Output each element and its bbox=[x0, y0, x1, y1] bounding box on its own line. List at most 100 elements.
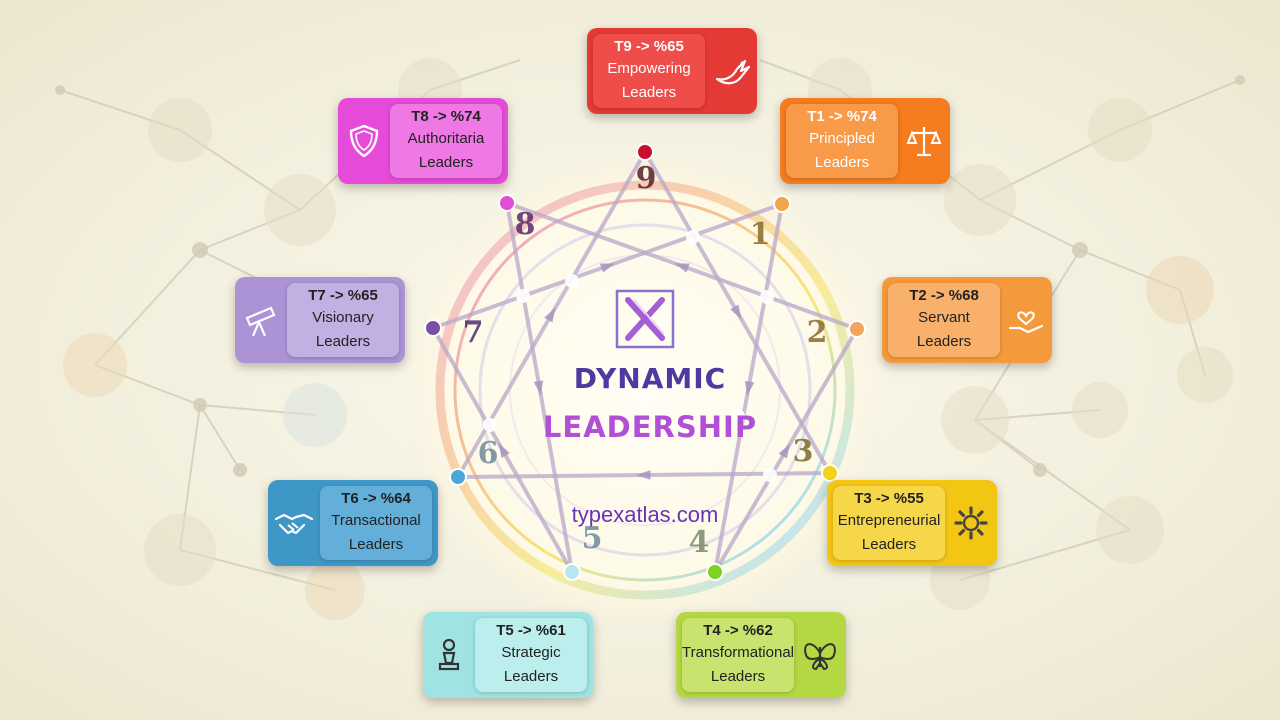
card-name: Authoritaria bbox=[407, 130, 485, 147]
enneagram-number-6: 6 bbox=[478, 436, 499, 471]
arrow-9-3 bbox=[730, 304, 742, 320]
butterfly-icon bbox=[794, 612, 846, 698]
arrow-4-2 bbox=[778, 443, 791, 459]
card-code: T4 -> %62 bbox=[703, 622, 773, 639]
intersection-dot bbox=[763, 468, 777, 482]
card-name: Entrepreneurial bbox=[837, 512, 941, 529]
enneagram-number-9: 9 bbox=[636, 161, 657, 196]
telescope-icon bbox=[235, 277, 287, 363]
intersection-dot bbox=[516, 289, 530, 303]
arrow-7-1 bbox=[599, 263, 616, 273]
gear-icon bbox=[945, 480, 997, 566]
enneagram-number-8: 8 bbox=[515, 207, 536, 242]
inner-ring bbox=[478, 223, 812, 557]
enneagram-number-5: 5 bbox=[582, 521, 603, 556]
card-name: Visionary bbox=[312, 309, 374, 326]
arrow-2-8 bbox=[674, 263, 690, 273]
card-subtitle: Leaders bbox=[814, 154, 870, 171]
card-name: Transformational bbox=[682, 644, 794, 661]
enneagram-circle bbox=[453, 198, 837, 582]
point-3 bbox=[821, 464, 839, 482]
point-9 bbox=[636, 143, 654, 161]
enneagram-number-1: 1 bbox=[750, 217, 771, 252]
card-subtitle: Leaders bbox=[861, 536, 917, 553]
enneagram-number-4: 4 bbox=[689, 525, 710, 560]
card-subtitle: Leaders bbox=[710, 668, 766, 685]
dove-icon bbox=[705, 28, 757, 114]
card-name: Transactional bbox=[331, 512, 421, 529]
card-name: Strategic bbox=[501, 644, 561, 661]
enneagram-number-2: 2 bbox=[807, 315, 828, 350]
outer-ring bbox=[435, 180, 855, 600]
card-code: T7 -> %65 bbox=[308, 287, 378, 304]
point-4 bbox=[706, 563, 724, 581]
shield-icon bbox=[338, 98, 390, 184]
heart-hand-icon bbox=[1000, 277, 1052, 363]
enneagram-number-3: 3 bbox=[793, 434, 814, 469]
enneagram-numbers: 1 2 3 4 5 6 7 8 9 bbox=[463, 161, 828, 560]
card-subtitle: Leaders bbox=[503, 668, 559, 685]
arrow-6-9 bbox=[544, 307, 556, 323]
card-name: Principled bbox=[809, 130, 875, 147]
center-glow bbox=[405, 150, 885, 630]
card-code: T6 -> %64 bbox=[341, 490, 411, 507]
card-subtitle: Leaders bbox=[916, 333, 972, 350]
card-name: Empowering bbox=[607, 60, 691, 77]
point-6 bbox=[449, 468, 467, 486]
enneagram-points bbox=[424, 143, 866, 581]
website-label[interactable]: typexatlas.com bbox=[571, 502, 719, 527]
intersection-dot bbox=[483, 418, 497, 432]
intersection-dot bbox=[686, 230, 700, 244]
point-2 bbox=[848, 320, 866, 338]
scales-icon bbox=[898, 98, 950, 184]
card-code: T1 -> %74 bbox=[807, 108, 877, 125]
point-1 bbox=[773, 195, 791, 213]
arrow-3-6 bbox=[636, 470, 651, 480]
card-code: T9 -> %65 bbox=[614, 38, 684, 55]
enneagram-lines bbox=[431, 150, 859, 574]
card-code: T8 -> %74 bbox=[411, 108, 481, 125]
intersection-dot bbox=[731, 409, 745, 423]
arrow-5-7 bbox=[498, 443, 510, 458]
card-subtitle: Leaders bbox=[621, 84, 677, 101]
intersection-dot bbox=[565, 274, 579, 288]
card-name: Servant bbox=[918, 309, 970, 326]
card-subtitle: Leaders bbox=[315, 333, 371, 350]
point-8 bbox=[498, 194, 516, 212]
card-code: T3 -> %55 bbox=[854, 490, 924, 507]
intersection-dot bbox=[760, 290, 774, 304]
card-code: T5 -> %61 bbox=[496, 622, 566, 639]
card-subtitle: Leaders bbox=[348, 536, 404, 553]
chess-pawn-icon bbox=[423, 612, 475, 698]
arrow-8-5 bbox=[533, 380, 544, 396]
card-code: T2 -> %68 bbox=[909, 287, 979, 304]
card-subtitle: Leaders bbox=[418, 154, 474, 171]
point-7 bbox=[424, 319, 442, 337]
point-5 bbox=[563, 563, 581, 581]
enneagram-number-7: 7 bbox=[463, 315, 484, 350]
arrow-1-4 bbox=[744, 380, 755, 396]
x-logo-icon bbox=[614, 288, 676, 350]
title-leadership: LEADERSHIP bbox=[542, 410, 758, 444]
handshake-icon bbox=[268, 480, 320, 566]
title-dynamic: DYNAMIC bbox=[573, 362, 727, 395]
